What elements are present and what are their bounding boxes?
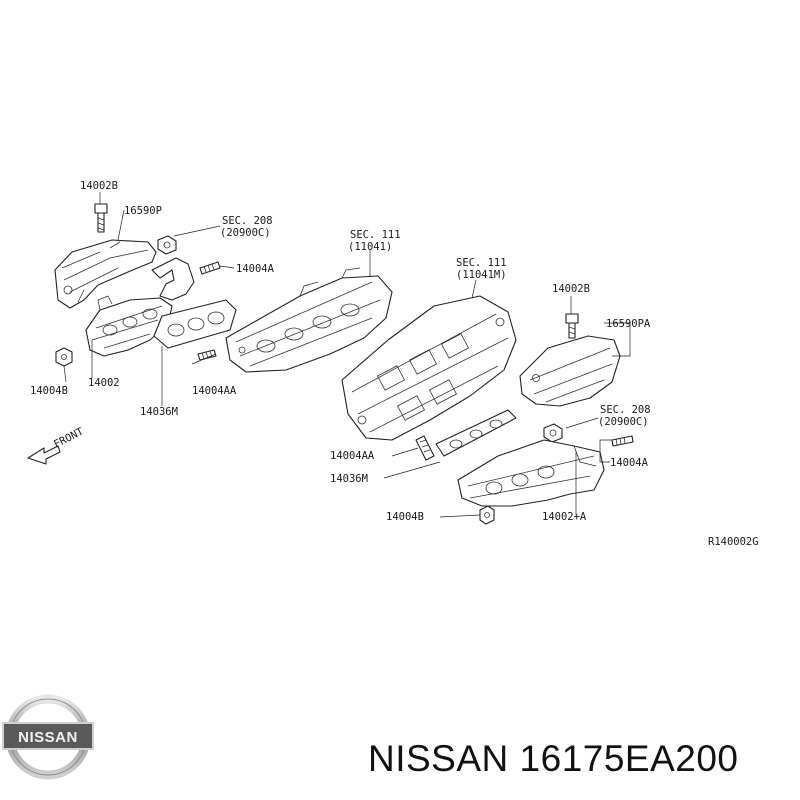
label-14002b-left: 14002B [80, 180, 118, 192]
label-14004aa-left: 14004AA [192, 385, 237, 397]
leader-lines [63, 192, 631, 518]
label-14002b-right: 14002B [552, 283, 590, 295]
label-11041: (11041) [348, 241, 392, 253]
cylinder-head-11041 [225, 267, 393, 373]
label-14004a-right: 14004A [610, 457, 649, 469]
label-14004a-left: 14004A [236, 263, 275, 275]
front-direction-arrow: FRONT [27, 425, 86, 465]
diagram-reference-code: R140002G [708, 536, 759, 548]
label-11041m: (11041M) [456, 269, 507, 281]
gasket-14036m-left [153, 299, 237, 349]
bracket-left [151, 257, 195, 301]
cylinder-head-11041m [341, 295, 517, 441]
label-16590p: 16590P [124, 205, 162, 217]
gasket-14036m-right [435, 409, 517, 457]
label-14004b-right: 14004B [386, 511, 424, 523]
label-14036m-left: 14036M [140, 406, 178, 418]
label-14004b-left: 14004B [30, 385, 68, 397]
heat-shield-right [519, 335, 621, 407]
nut-14004b-left [55, 347, 73, 367]
nut-20900c-right [543, 423, 563, 443]
front-label: FRONT [52, 425, 86, 450]
nut-14004b-right [479, 505, 495, 525]
label-sec-111-b: SEC. 111 [456, 257, 507, 269]
nissan-logo: NISSAN [2, 694, 94, 780]
label-14036m-right: 14036M [330, 473, 368, 485]
stud-14004a-left [199, 261, 221, 275]
heat-shield-left [54, 239, 157, 309]
stud-14004a-right [611, 435, 634, 447]
exhaust-manifold-right [457, 439, 605, 507]
nissan-logo-text: NISSAN [18, 729, 78, 746]
label-14004aa-right: 14004AA [330, 450, 375, 462]
label-20900c-left: (20900C) [220, 227, 271, 239]
label-sec-111-a: SEC. 111 [350, 229, 401, 241]
part-number-title: NISSAN 16175EA200 [368, 738, 739, 779]
label-14002-left: 14002 [88, 377, 120, 389]
label-16590pa: 16590PA [606, 318, 651, 330]
label-14002a-right: 14002+A [542, 511, 587, 523]
label-sec-208-left: SEC. 208 [222, 215, 273, 227]
label-20900c-right: (20900C) [598, 416, 649, 428]
stud-14004aa-left [197, 349, 217, 361]
bolt-14002b-left [94, 203, 108, 233]
bolt-14002b-right [565, 313, 579, 339]
label-sec-208-right: SEC. 208 [600, 404, 651, 416]
stud-14004aa-right [415, 435, 435, 461]
nut-20900c-left [157, 235, 177, 255]
